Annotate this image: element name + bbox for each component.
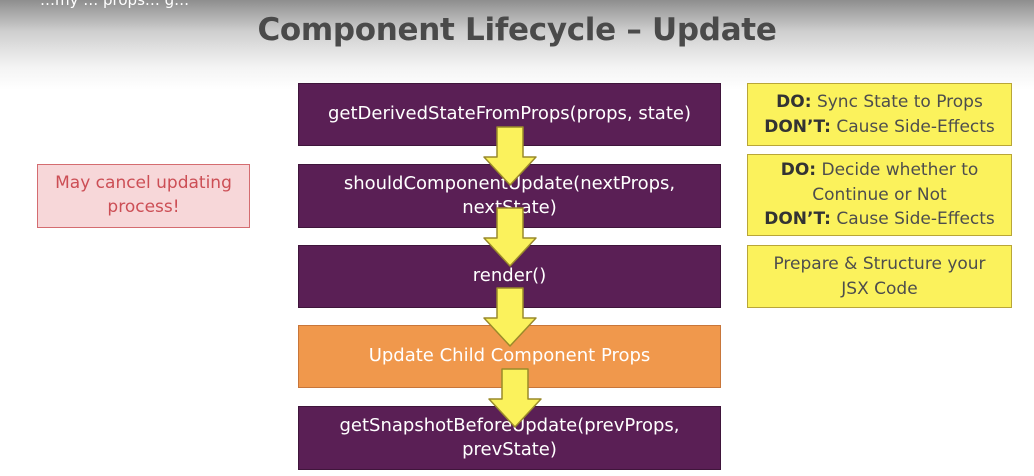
- step-label: Update Child Component Props: [368, 345, 651, 367]
- down-arrow-2: [483, 207, 537, 267]
- slide-title: Component Lifecycle – Update: [257, 12, 777, 48]
- note-line1: Prepare & Structure your: [773, 253, 986, 274]
- do-label: DO:: [776, 91, 812, 112]
- step-label-line1: getSnapshotBeforeUpdate(prevProps,: [339, 414, 680, 436]
- do-text: Decide whether to: [816, 160, 979, 181]
- note-should-update: DO: Decide whether to Continue or Not DO…: [747, 154, 1012, 236]
- dont-text: Cause Side-Effects: [830, 116, 995, 137]
- dont-text: Cause Side-Effects: [830, 209, 995, 230]
- step-label: render(): [472, 265, 547, 287]
- do-text-continued: Continue or Not: [812, 184, 947, 205]
- header-bar: …my … props… g…: [0, 0, 1034, 90]
- step-label-line2: prevState): [462, 439, 557, 460]
- do-label: DO:: [780, 160, 817, 181]
- step-label: getDerivedStateFromProps(props, state): [328, 103, 691, 125]
- cancel-warning-box: May cancel updating process!: [37, 164, 250, 228]
- warning-line2: process!: [107, 197, 180, 217]
- dont-label: DON’T:: [764, 209, 831, 230]
- step-label: getSnapshotBeforeUpdate(prevProps, prevS…: [339, 414, 679, 463]
- down-arrow-3: [483, 287, 537, 347]
- warning-line1: May cancel updating: [55, 173, 232, 194]
- down-arrow-1: [483, 126, 537, 186]
- note-derived-state: DO: Sync State to Props DON’T: Cause Sid…: [747, 83, 1012, 146]
- do-text: Sync State to Props: [811, 91, 983, 112]
- note-line2: JSX Code: [841, 278, 918, 299]
- cut-off-caption: …my … props… g…: [40, 0, 190, 9]
- down-arrow-4: [488, 368, 542, 428]
- dont-label: DON’T:: [764, 116, 831, 137]
- note-render: Prepare & Structure your JSX Code: [747, 245, 1012, 308]
